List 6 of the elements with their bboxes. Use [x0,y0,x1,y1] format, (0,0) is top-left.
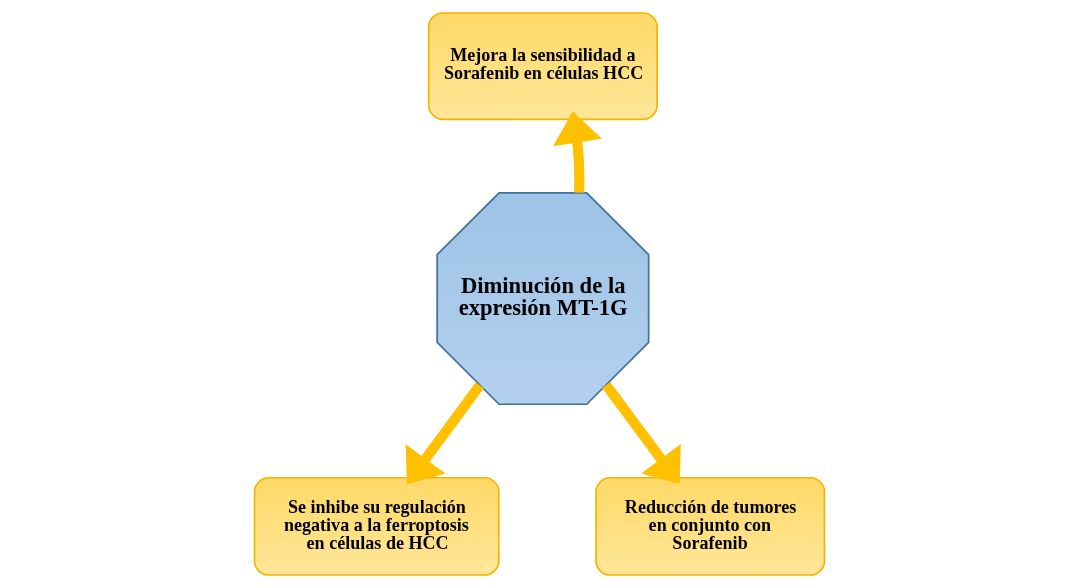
arrow [601,381,681,485]
arrow [552,111,602,193]
node-box: Reducción de tumores en conjunto con Sorafenib [594,476,825,576]
node-box: Se inhibe su regulación negativa a la ferroptosis en células de HCC [253,476,500,576]
arrow [405,382,484,485]
node-box: Mejora la sensibilidad a Sorafenib en células HCC [427,12,658,121]
